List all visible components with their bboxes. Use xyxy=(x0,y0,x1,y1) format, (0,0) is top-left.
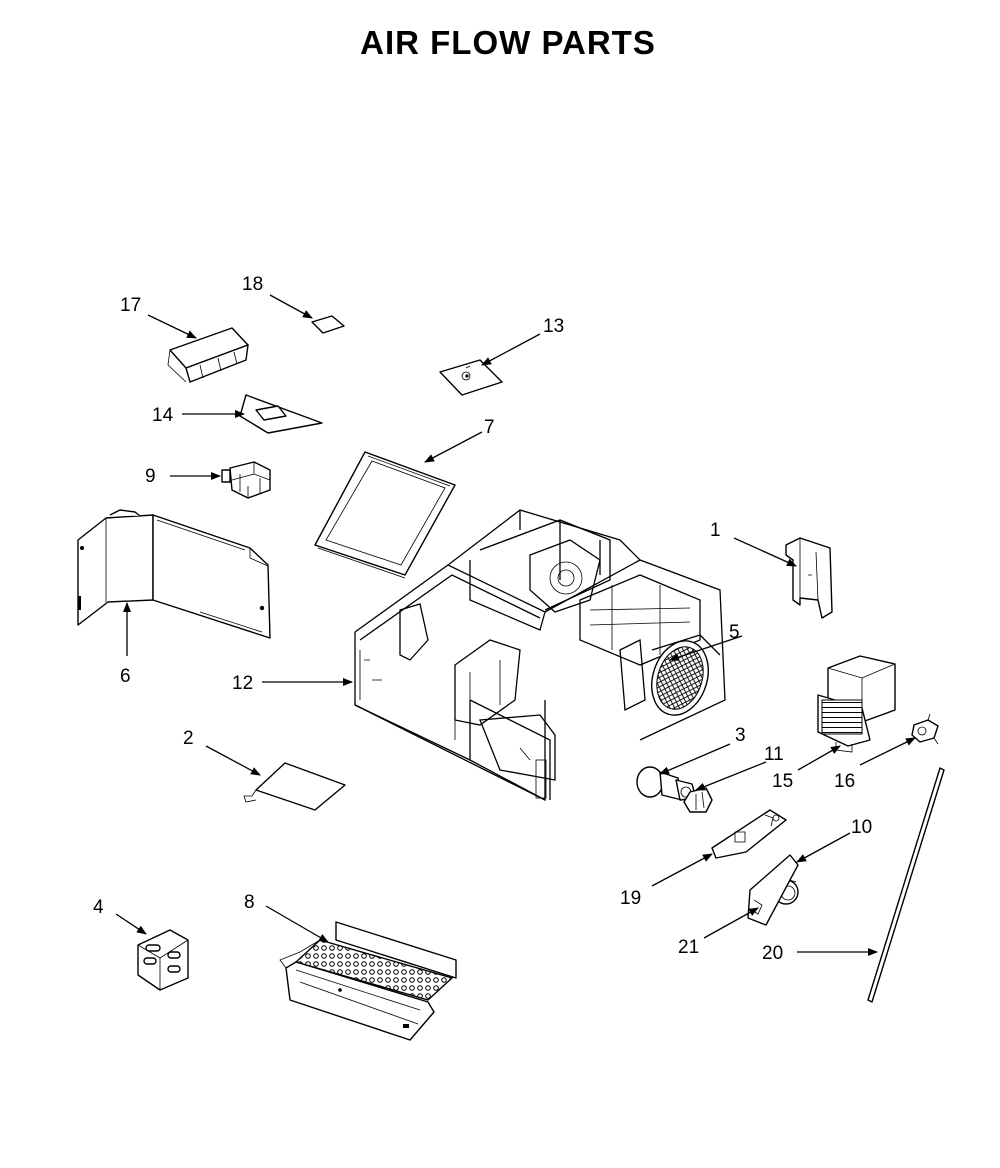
callout-9: 9 xyxy=(145,466,156,487)
leader-lines xyxy=(115,294,916,956)
part-8-grille xyxy=(279,921,457,1041)
callout-10: 10 xyxy=(851,817,872,838)
callout-13: 13 xyxy=(543,316,564,337)
callout-12: 12 xyxy=(232,673,253,694)
callout-labels: 17 18 13 14 7 9 6 1 12 5 2 3 11 15 16 10… xyxy=(93,274,872,964)
callout-8: 8 xyxy=(244,892,255,913)
part-5-blower-fan xyxy=(651,634,721,716)
callout-7: 7 xyxy=(484,417,495,438)
callout-14: 14 xyxy=(152,405,174,426)
part-4-vent-clip xyxy=(137,929,189,991)
part-11-motor-bracket xyxy=(683,787,713,813)
callout-16: 16 xyxy=(834,771,855,792)
callout-20: 20 xyxy=(762,943,783,964)
callout-21: 21 xyxy=(678,937,699,958)
part-7-filter-frame xyxy=(314,451,456,579)
part-2-plate xyxy=(243,762,346,811)
part-16-thermostat xyxy=(911,713,939,745)
part-9-clip xyxy=(221,461,271,499)
callout-5: 5 xyxy=(729,622,740,643)
part-6-duct-cover xyxy=(77,509,271,639)
part-17-vent-bracket xyxy=(167,327,249,383)
part-19-mounting-bracket xyxy=(711,809,787,859)
part-13-plate xyxy=(439,359,503,396)
part-14-damper-plate xyxy=(239,394,323,434)
callout-18: 18 xyxy=(242,274,263,295)
callout-2: 2 xyxy=(183,728,194,749)
callout-3: 3 xyxy=(735,725,746,746)
callout-17: 17 xyxy=(120,295,141,316)
callout-15: 15 xyxy=(772,771,793,792)
part-1-bracket xyxy=(785,537,833,619)
page-title: AIR FLOW PARTS xyxy=(360,24,656,61)
callout-4: 4 xyxy=(93,897,104,918)
callout-19: 19 xyxy=(620,888,641,909)
part-3-fan-motor xyxy=(636,766,697,801)
part-15-magnetron xyxy=(817,655,896,753)
callout-11: 11 xyxy=(764,744,784,765)
part-20-rod xyxy=(867,767,945,1003)
part-18-pad xyxy=(311,315,345,334)
callout-1: 1 xyxy=(710,520,721,541)
main-chassis xyxy=(354,509,726,802)
callout-6: 6 xyxy=(120,666,131,687)
